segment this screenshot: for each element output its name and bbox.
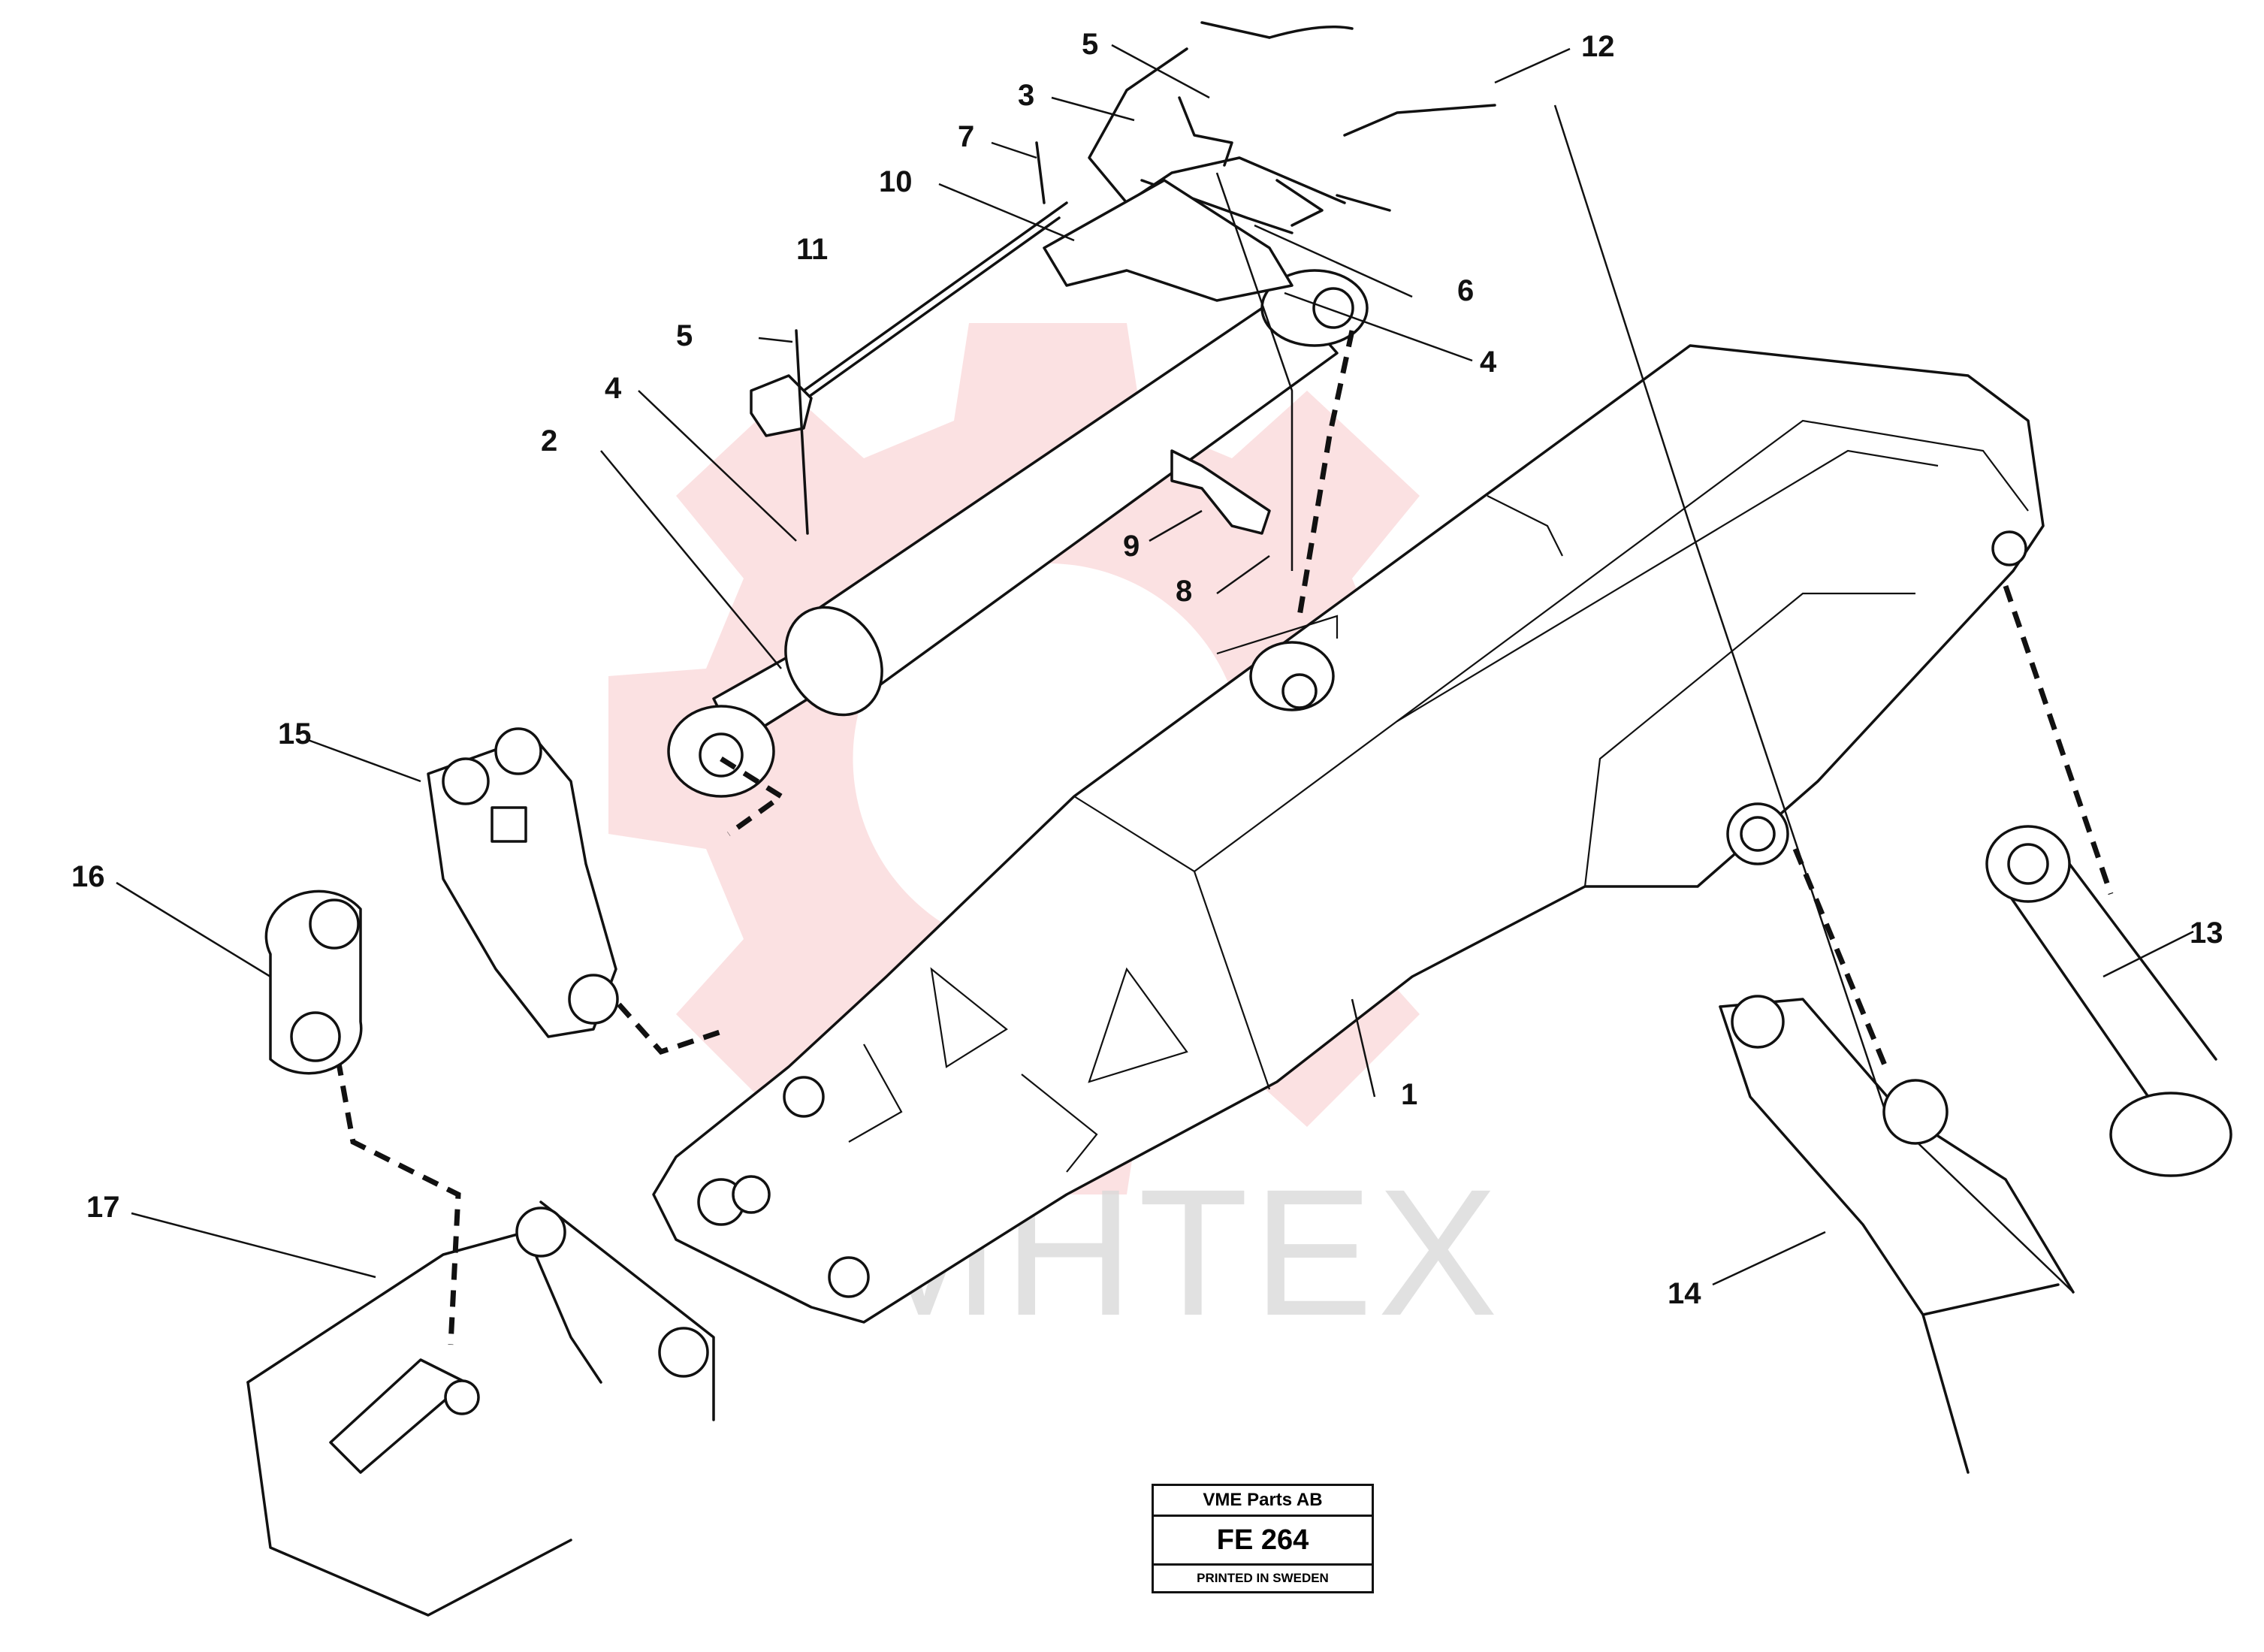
boom [652, 344, 2045, 1324]
cylinder-13 [1985, 825, 2232, 1177]
assembly-line-1 [1297, 330, 1355, 617]
callout-8: 8 [1176, 575, 1192, 608]
boom-body [652, 344, 2045, 1324]
stamp-printed: PRINTED IN SWEDEN [1197, 1571, 1329, 1585]
callout-9: 9 [1123, 530, 1140, 563]
callout-11: 11 [796, 233, 828, 266]
callout-6: 6 [1457, 274, 1474, 307]
title-stamp: VME Parts AB FE 264 PRINTED IN SWEDEN [1152, 1484, 1374, 1593]
callout-15: 15 [278, 717, 312, 750]
assembly-line-2 [2003, 584, 2114, 895]
callouts: 1 2 3 4 4 5 5 6 7 8 9 10 11 12 13 14 15 … [71, 28, 2223, 1310]
callout-5a: 5 [1082, 28, 1098, 61]
stamp-company: VME Parts AB [1154, 1486, 1372, 1517]
callout-10: 10 [879, 165, 913, 198]
callout-7: 7 [958, 120, 974, 153]
callout-17: 17 [86, 1191, 120, 1224]
cylinder [667, 269, 1369, 798]
callout-5b: 5 [676, 319, 693, 352]
callout-1: 1 [1401, 1078, 1417, 1111]
callout-4a: 4 [605, 372, 622, 405]
callout-4b: 4 [1480, 346, 1497, 379]
pipe-assembly [750, 21, 1496, 571]
link-15 [427, 727, 619, 1038]
leader-lines [116, 44, 2194, 1286]
stamp-drawing-number: FE 264 [1154, 1517, 1372, 1566]
bucket-bracket [246, 1200, 715, 1617]
callout-3: 3 [1018, 79, 1034, 112]
assembly-line-4 [720, 757, 786, 836]
assembly-line-5 [599, 982, 730, 1056]
callout-16: 16 [71, 860, 105, 893]
callout-2: 2 [541, 424, 557, 458]
link-16 [264, 889, 363, 1075]
dipper-arm [1719, 995, 2075, 1474]
callout-14: 14 [1668, 1277, 1701, 1310]
callout-13: 13 [2190, 917, 2223, 950]
callout-12: 12 [1581, 30, 1615, 63]
assembly-line-6 [335, 1059, 461, 1345]
assembly-line-7 [1553, 104, 2074, 1293]
